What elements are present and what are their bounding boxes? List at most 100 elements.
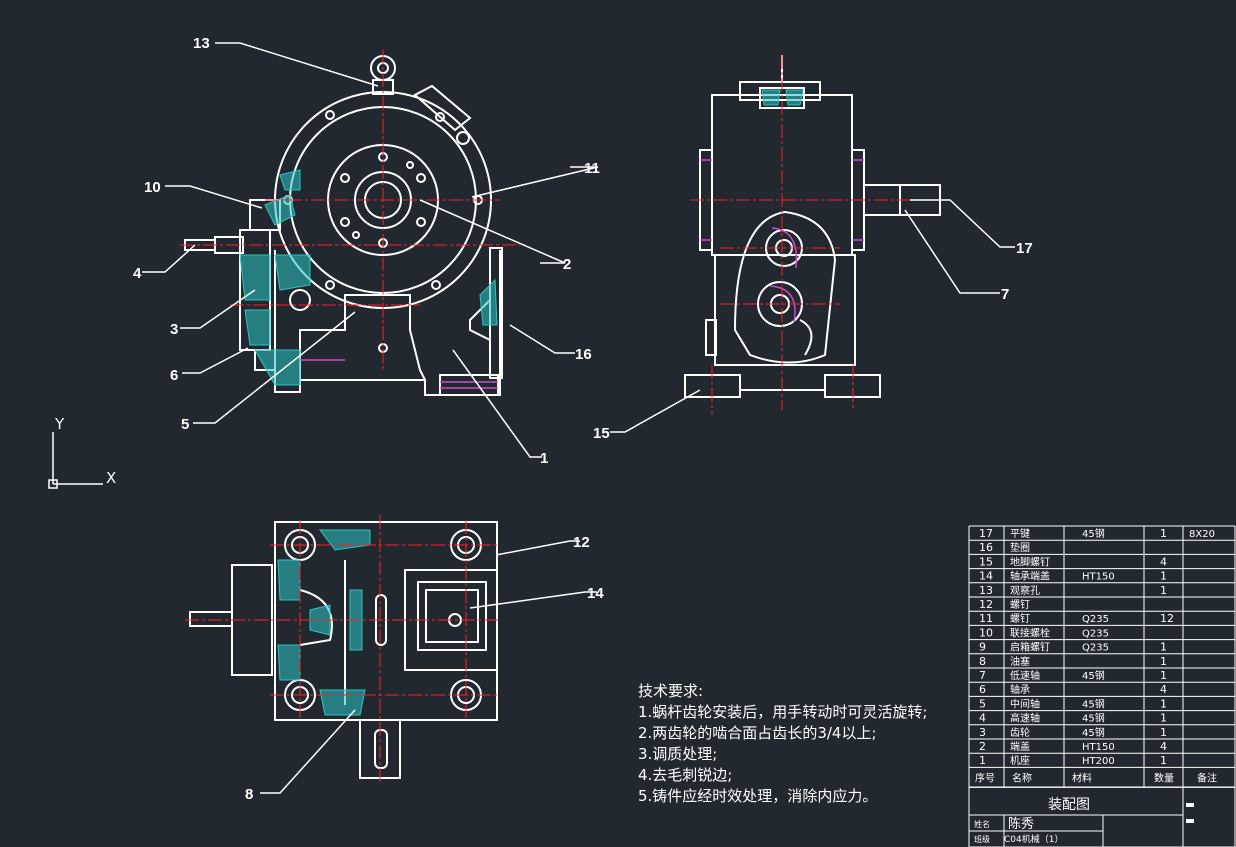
bom-row-material: 45钢 — [1082, 712, 1105, 725]
bom-row-number: 14 — [979, 570, 993, 583]
callout-17: 17 — [1016, 240, 1033, 257]
callout-3: 3 — [170, 321, 178, 338]
class-label: 班级 — [974, 834, 990, 844]
bom-row-quantity: 1 — [1160, 712, 1167, 725]
front-hatch — [239, 169, 498, 386]
tech-item: 5.铸件应经时效处理，消除内应力。 — [638, 787, 878, 805]
bom-header-quantity: 数量 — [1154, 771, 1174, 784]
bom-header-material: 材料 — [1072, 771, 1092, 784]
bom-row-number: 15 — [979, 555, 993, 568]
bom-row-number: 4 — [979, 712, 986, 725]
front-hidden — [300, 359, 498, 389]
bom-row-quantity: 1 — [1160, 641, 1167, 654]
bom-row-quantity: 1 — [1160, 669, 1167, 682]
bom-row-name: 观察孔 — [1010, 584, 1040, 597]
bom-row-name: 油塞 — [1010, 655, 1030, 668]
bom-row-number: 7 — [979, 669, 986, 682]
bom-row-number: 10 — [979, 626, 993, 639]
top-view — [189, 521, 498, 779]
bom-row-name: 中间轴 — [1010, 697, 1040, 710]
bom-row-quantity: 1 — [1160, 584, 1167, 597]
axis-x-label: X — [106, 469, 116, 487]
tech-item: 3.调质处理; — [638, 745, 718, 763]
bom-row-quantity: 1 — [1160, 570, 1167, 583]
bom-row-number: 11 — [979, 612, 993, 625]
bom-row-number: 13 — [979, 584, 993, 597]
bom-row-name: 平键 — [1010, 527, 1030, 540]
bom-row-number: 12 — [979, 598, 993, 611]
bom-row-material: 45钢 — [1082, 697, 1105, 710]
class-value: C04机械（1） — [1004, 833, 1063, 845]
bom-row-name: 联接螺栓 — [1010, 626, 1050, 639]
bom-row-material: Q235 — [1082, 614, 1109, 625]
leader-lines — [142, 42, 1015, 794]
centerlines — [180, 50, 950, 785]
callout-10: 10 — [144, 179, 161, 196]
bom-row-name: 低速轴 — [1010, 669, 1040, 682]
bom-row-number: 16 — [979, 541, 993, 554]
bom-row-name: 轴承端盖 — [1010, 570, 1050, 583]
bom-row-material: Q235 — [1082, 643, 1109, 654]
designer-label: 姓名 — [974, 819, 990, 829]
bom-row-number: 9 — [979, 641, 986, 654]
bom-row-material: Q235 — [1082, 628, 1109, 639]
bom-row-quantity: 1 — [1160, 754, 1167, 767]
bom-row-name: 轴承 — [1010, 683, 1030, 696]
bom-row-name: 端盖 — [1010, 740, 1030, 753]
bom-row-quantity: 4 — [1160, 740, 1167, 753]
bom-row-quantity: 12 — [1160, 612, 1174, 625]
callout-6: 6 — [170, 367, 178, 384]
callout-1: 1 — [540, 450, 548, 467]
side-hidden — [700, 159, 864, 323]
bom-row-number: 1 — [979, 754, 986, 767]
bom-row-name: 地脚螺钉 — [1010, 555, 1050, 568]
bom-row-material: 45钢 — [1082, 669, 1105, 682]
bom-row-number: 8 — [979, 655, 986, 668]
bom-row-material: HT150 — [1082, 572, 1115, 583]
bom-row-name: 齿轮 — [1010, 726, 1030, 739]
bom-row-material: 45钢 — [1082, 527, 1105, 540]
bom-row-quantity: 1 — [1160, 527, 1167, 540]
callout-4: 4 — [133, 265, 142, 282]
callout-8: 8 — [245, 786, 253, 803]
tech-item: 2.两齿轮的啮合面占齿长的3/4以上; — [638, 724, 877, 742]
callout-labels: 13 10 11 4 2 3 6 16 5 1 17 7 15 12 14 8 — [133, 35, 1033, 803]
callout-15: 15 — [593, 425, 610, 442]
technical-requirements: 技术要求: 1.蜗杆齿轮安装后，用手转动时可灵活旋转; 2.两齿轮的啮合面占齿长… — [638, 681, 958, 807]
bom-row-quantity: 1 — [1160, 655, 1167, 668]
callout-13: 13 — [193, 35, 210, 52]
title-block: 装配图 姓名 陈秀 班级 C04机械（1） — [968, 786, 1236, 847]
bom-row-number: 3 — [979, 726, 986, 739]
bom-row-number: 2 — [979, 740, 986, 753]
designer-name: 陈秀 — [1008, 816, 1034, 832]
bom-row-quantity: 4 — [1160, 555, 1167, 568]
side-hatch — [761, 89, 804, 106]
bom-header-name: 名称 — [1012, 771, 1032, 784]
bom-row-material: 45钢 — [1082, 726, 1105, 739]
bom-header-note: 备注 — [1197, 771, 1217, 784]
callout-5: 5 — [181, 416, 189, 433]
callout-11: 11 — [584, 160, 600, 177]
tech-item: 1.蜗杆齿轮安装后，用手转动时可灵活旋转; — [638, 703, 928, 721]
bom-row-name: 螺钉 — [1010, 613, 1030, 625]
callout-14: 14 — [587, 585, 604, 602]
bom-row-name: 启箱螺钉 — [1010, 641, 1050, 654]
callout-12: 12 — [573, 534, 590, 551]
bom-row-number: 5 — [979, 697, 986, 710]
bom-row-material: HT150 — [1082, 742, 1115, 753]
bom-header-number: 序号 — [975, 771, 995, 784]
bom-row-number: 17 — [979, 527, 993, 540]
bom-row-quantity: 1 — [1160, 697, 1167, 710]
axis-y-label: Y — [54, 415, 65, 433]
bom-row-name: 垫圈 — [1010, 541, 1030, 554]
bom-row-quantity: 1 — [1160, 726, 1167, 739]
bom-row-name: 高速轴 — [1010, 712, 1040, 725]
front-view — [184, 55, 503, 396]
callout-16: 16 — [575, 346, 592, 363]
bom-row-number: 6 — [979, 683, 986, 696]
tech-item: 4.去毛刺锐边; — [638, 766, 733, 784]
bom-row-name: 机座 — [1010, 754, 1030, 767]
callout-7: 7 — [1001, 286, 1009, 303]
